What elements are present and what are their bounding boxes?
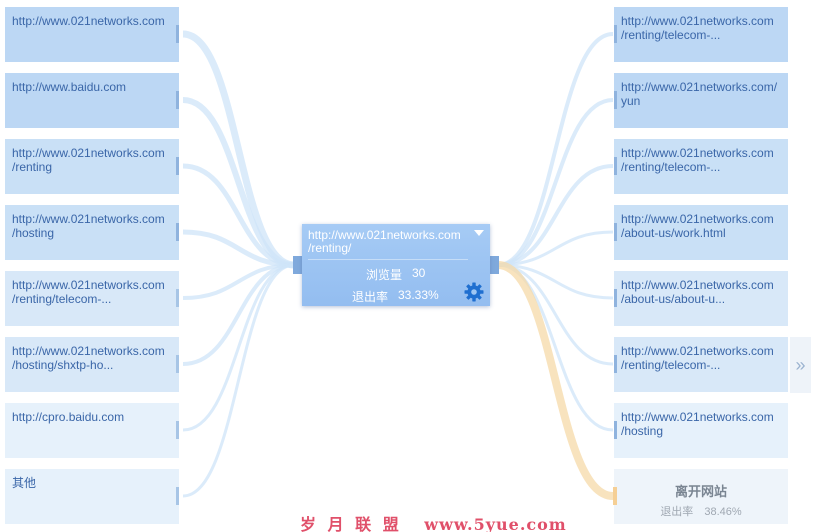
source-node-url: http://www.021networks.com (12, 14, 165, 28)
incoming-flow (182, 263, 295, 366)
exit-site-title: 离开网站 (674, 484, 727, 499)
incoming-flow (182, 163, 295, 268)
source-node-url: 其他 (12, 476, 37, 490)
source-node-url: http://www.021networks.com (12, 212, 165, 226)
exit-flow (497, 261, 614, 500)
current-page-node[interactable]: http://www.021networks.com /renting/ (302, 224, 490, 306)
source-node-3[interactable]: http://www.021networks.com /renting (5, 139, 179, 194)
connector-handle (614, 157, 617, 175)
exit-site-rate: 退出率 38.46% (614, 503, 788, 519)
incoming-flow (182, 229, 295, 268)
connector-handle (176, 223, 179, 241)
destination-node-path: yun (621, 94, 641, 108)
connector-handle (176, 91, 179, 109)
source-node-1[interactable]: http://www.021networks.com (5, 7, 179, 62)
destination-node-1[interactable]: http://www.021networks.com /renting/tele… (614, 7, 788, 62)
connector-handle (614, 355, 617, 373)
connector-handle (614, 421, 617, 439)
exit-rate-label: 退出率 (351, 290, 388, 304)
connector-handle (613, 487, 617, 505)
views-label: 浏览量 (365, 268, 402, 282)
destination-node-url: http://www.021networks.com (621, 344, 774, 358)
destination-node-4[interactable]: http://www.021networks.com /about-us/wor… (614, 205, 788, 260)
current-page-url: http://www.021networks.com /renting/ (308, 229, 461, 255)
source-node-url: http://cpro.baidu.com (12, 410, 125, 424)
exit-rate-value: 33.33% (398, 288, 439, 302)
source-node-url: http://www.baidu.com (12, 80, 127, 94)
source-node-path: /renting/telecom-... (12, 292, 112, 306)
incoming-flow (182, 263, 295, 498)
gear-icon[interactable] (464, 282, 484, 302)
destination-node-path: /hosting (621, 424, 664, 438)
incoming-flow (182, 97, 295, 268)
source-node-2[interactable]: http://www.baidu.com (5, 73, 179, 128)
source-node-url: http://www.021networks.com (12, 146, 165, 160)
destination-node-url: http://www.021networks.com (621, 212, 774, 226)
outgoing-flow (497, 164, 614, 267)
destination-node-path: /renting/telecom-... (621, 28, 721, 42)
exit-site-node[interactable]: 离开网站 退出率 38.46% (613, 469, 788, 524)
source-node-5[interactable]: http://www.021networks.com /renting/tele… (5, 271, 179, 326)
outgoing-flow (497, 32, 614, 267)
current-page-url-line2: /renting/ (308, 241, 352, 255)
connector-handle (614, 91, 617, 109)
incoming-flow (182, 30, 295, 269)
source-node-path: /hosting/shxtp-ho... (12, 358, 114, 372)
source-node-other[interactable]: 其他 (5, 469, 179, 524)
double-chevron-right-icon: » (795, 355, 806, 375)
exit-site-rate-label: 退出率 (660, 506, 694, 518)
current-page-url-line1: http://www.021networks.com (308, 228, 461, 242)
source-node-6[interactable]: http://www.021networks.com /hosting/shxt… (5, 337, 179, 392)
destination-node-path: /about-us/about-u... (621, 292, 726, 306)
source-node-path: /hosting (12, 226, 55, 240)
connector-handle (176, 487, 179, 505)
next-page-button[interactable]: » (790, 337, 811, 393)
destination-node-url: http://www.021networks.com (621, 14, 774, 28)
source-node-url: http://www.021networks.com (12, 344, 165, 358)
destination-node-3[interactable]: http://www.021networks.com /renting/tele… (614, 139, 788, 194)
destination-node-url: http://www.021networks.com (621, 410, 774, 424)
destination-node-url: http://www.021networks.com/ (621, 80, 778, 94)
destination-node-url: http://www.021networks.com (621, 278, 774, 292)
outgoing-flow (497, 98, 614, 267)
incoming-flow (182, 263, 295, 432)
caret-down-icon[interactable] (474, 230, 484, 236)
watermark: 岁 月 联 盟 www.5yue.com (300, 511, 567, 532)
center-handle-right (490, 256, 499, 274)
outgoing-flow (497, 263, 614, 432)
outgoing-flow (497, 263, 614, 300)
views-value: 30 (412, 266, 426, 280)
destination-node-path: /renting/telecom-... (621, 358, 721, 372)
destination-node-5[interactable]: http://www.021networks.com /about-us/abo… (614, 271, 788, 326)
connector-handle (176, 355, 179, 373)
source-node-path: /renting (12, 160, 53, 174)
source-node-7[interactable]: http://cpro.baidu.com (5, 403, 179, 458)
connector-handle (176, 25, 179, 43)
connector-handle (176, 157, 179, 175)
destination-node-path: /renting/telecom-... (621, 160, 721, 174)
source-node-url: http://www.021networks.com (12, 278, 165, 292)
center-divider (308, 259, 468, 260)
source-node-4[interactable]: http://www.021networks.com /hosting (5, 205, 179, 260)
connector-handle (614, 289, 617, 307)
watermark-url: www.5yue.com (424, 515, 567, 532)
exit-site-rate-value: 38.46% (704, 506, 742, 518)
connector-handle (176, 421, 179, 439)
watermark-text: 岁 月 联 盟 (300, 515, 402, 532)
destination-node-2[interactable]: http://www.021networks.com/ yun (614, 73, 788, 128)
center-handle-left (293, 256, 302, 274)
destination-node-7[interactable]: http://www.021networks.com /hosting (614, 403, 788, 458)
destination-node-path: /about-us/work.html (621, 226, 726, 240)
connector-handle (614, 223, 617, 241)
connector-handle (176, 289, 179, 307)
outgoing-flow (497, 230, 614, 267)
connector-handle (614, 25, 617, 43)
destination-node-6[interactable]: http://www.021networks.com /renting/tele… (614, 337, 788, 392)
destination-node-url: http://www.021networks.com (621, 146, 774, 160)
